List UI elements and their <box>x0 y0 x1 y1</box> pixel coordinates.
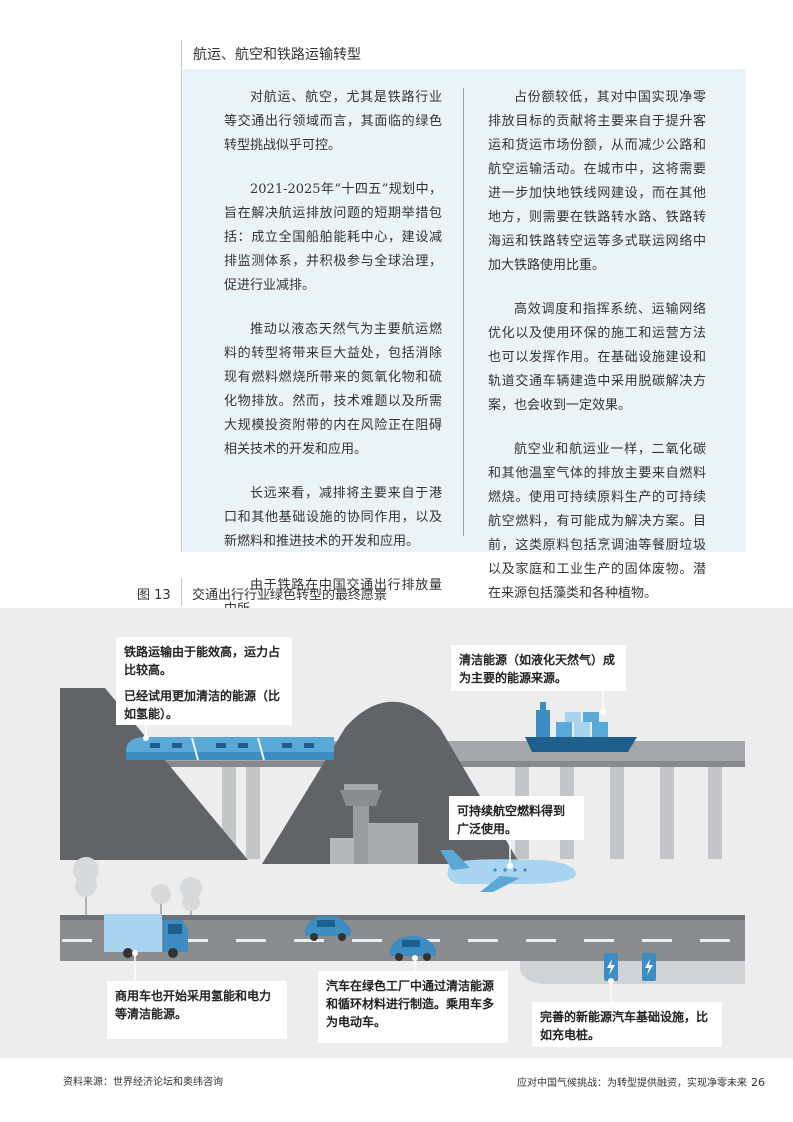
rail-callout-line-1: 铁路运输由于能效高，运力占比较高。 <box>124 645 281 677</box>
ship-icon <box>525 702 637 752</box>
article-paragraph: 航空业和航运业一样，二氧化碳和其他温室气体的排放主要来自燃料燃烧。使用可持续原料… <box>488 442 706 601</box>
publication-title: 应对中国气候挑战：为转型提供融资，实现净零未来 <box>517 1078 747 1089</box>
rail-callout: 铁路运输由于能效高，运力占比较高。 已经试用更加清洁的能源（比如氢能）。 <box>116 637 292 725</box>
aviation-callout-text: 可持续航空燃料得到广泛使用。 <box>457 804 566 836</box>
article-paragraph: 对航运、航空，尤其是铁路行业等交通出行领域而言，其面临的绿色转型挑战似乎可控。 <box>224 90 442 153</box>
article-left-column: 对航运、航空，尤其是铁路行业等交通出行领域而言，其面临的绿色转型挑战似乎可控。 2… <box>224 86 442 642</box>
illustration-canvas <box>60 688 745 1002</box>
commercial-vehicle-callout: 商用车也开始采用氢能和电力等清洁能源。 <box>107 981 287 1039</box>
figure-label: 图 13 <box>137 588 171 603</box>
margin-rule-body <box>181 69 182 552</box>
figure-rule <box>181 578 182 606</box>
rail-callout-line-2: 已经试用更加清洁的能源（比如氢能）。 <box>124 689 281 721</box>
control-tower-icon <box>330 784 418 864</box>
charging-callout: 完善的新能源汽车基础设施，比如充电桩。 <box>532 1002 722 1047</box>
trees <box>73 857 202 923</box>
article-paragraph: 高效调度和指挥系统、运输网络优化以及使用环保的施工和运营方法也可以发挥作用。在基… <box>488 302 706 413</box>
charging-area <box>520 961 745 984</box>
charging-station-icon <box>604 953 618 981</box>
transport-illustration: 铁路运输由于能效高，运力占比较高。 已经试用更加清洁的能源（比如氢能）。 清洁能… <box>0 608 793 1058</box>
margin-rule-top <box>181 40 182 68</box>
charging-station-icon <box>642 953 656 981</box>
aviation-callout: 可持续航空燃料得到广泛使用。 <box>449 796 584 840</box>
cars-callout: 汽车在绿色工厂中通过清洁能源和循环材料进行制造。乘用车多为电动车。 <box>318 971 508 1043</box>
airplane-icon <box>440 850 576 892</box>
callout-dots <box>132 709 614 984</box>
cars-callout-text: 汽车在绿色工厂中通过清洁能源和循环材料进行制造。乘用车多为电动车。 <box>326 979 495 1029</box>
left-mountain <box>60 688 248 860</box>
clean-energy-callout-text: 清洁能源（如液化天然气）成为主要的能源来源。 <box>459 653 616 685</box>
clean-energy-callout: 清洁能源（如液化天然气）成为主要的能源来源。 <box>451 645 626 691</box>
car-icon <box>390 936 436 961</box>
callout-pointers <box>134 690 612 1002</box>
tree-icon <box>73 857 99 921</box>
tree-icon <box>151 884 171 923</box>
column-divider <box>463 88 464 536</box>
commercial-vehicle-callout-text: 商用车也开始采用氢能和电力等清洁能源。 <box>115 989 272 1021</box>
train-icon <box>126 737 334 761</box>
truck-icon <box>104 914 188 958</box>
article-paragraph: 占份额较低，其对中国实现净零排放目标的贡献将主要来自于提升客运和货运市场份额，从… <box>488 90 706 273</box>
charging-callout-text: 完善的新能源汽车基础设施，比如充电桩。 <box>540 1010 709 1042</box>
article-paragraph: 推动以液态天然气为主要航运燃料的转型将带来巨大益处，包括消除现有燃料燃烧所带来的… <box>224 322 442 457</box>
figure-title: 交通出行行业绿色转型的最终愿景 <box>192 588 388 603</box>
article-right-column: 占份额较低，其对中国实现净零排放目标的贡献将主要来自于提升客运和货运市场份额，从… <box>488 86 706 626</box>
footer-publication: 应对中国气候挑战：为转型提供融资，实现净零未来 26 <box>517 1074 765 1089</box>
article-box <box>183 69 746 552</box>
source-note: 资料来源：世界经济论坛和奥纬咨询 <box>63 1077 223 1088</box>
car-icon <box>305 916 351 941</box>
tree-icon <box>180 877 202 923</box>
article-paragraph: 长远来看，减排将主要来自于港口和其他基础设施的协同作用，以及新燃料和推进技术的开… <box>224 486 442 549</box>
page-number: 26 <box>751 1076 765 1089</box>
article-paragraph: 2021-2025年“十四五”规划中，旨在解决航运排放问题的短期举措包括：成立全… <box>224 182 442 293</box>
section-title: 航运、航空和铁路运输转型 <box>193 47 361 63</box>
